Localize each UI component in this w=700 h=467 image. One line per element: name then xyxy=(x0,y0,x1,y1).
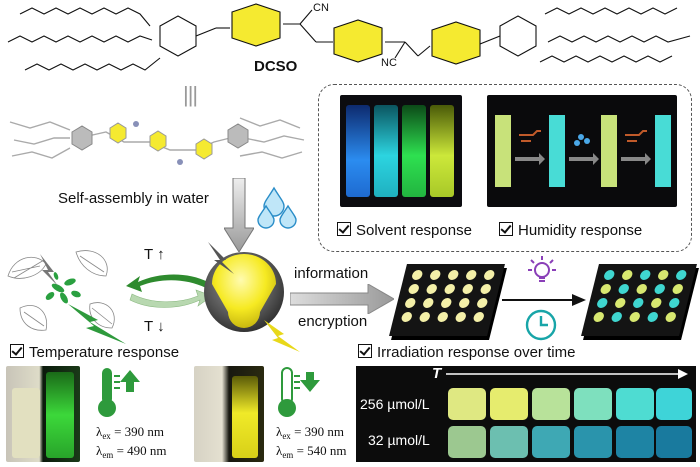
vial-green xyxy=(402,105,426,197)
thermometer-up-icon xyxy=(98,368,140,417)
encryption-arrow xyxy=(290,284,394,314)
dot-array-after xyxy=(581,264,697,336)
thermo-right-ex: λex = 390 nm xyxy=(276,424,345,441)
micelle-sphere xyxy=(204,242,284,332)
temp-down-label: T ↓ xyxy=(144,318,165,335)
vials-photo-cold xyxy=(6,366,80,462)
vial-bright-yellow xyxy=(232,376,258,458)
humidity-photo xyxy=(487,95,677,207)
dot-array-before xyxy=(389,264,505,336)
checkbox-icon xyxy=(10,344,24,358)
cuvette-256-3 xyxy=(532,388,570,420)
molecule-cn-top: CN xyxy=(313,2,329,14)
strip-wet-1 xyxy=(549,115,565,187)
thermo-right-em: λem = 540 nm xyxy=(276,443,347,460)
vial-cyan xyxy=(374,105,398,197)
vial-pale xyxy=(12,388,40,458)
molecule-cartoon xyxy=(9,117,305,165)
black-arrow xyxy=(502,294,586,306)
yellow-lightning-icon xyxy=(264,320,300,352)
strip-dry-1 xyxy=(495,115,511,187)
checkbox-icon xyxy=(337,222,351,236)
clock-icon xyxy=(525,309,557,341)
self-assembly-arrow xyxy=(224,178,254,252)
irradiation-response-label: Irradiation response over time xyxy=(358,344,575,361)
responses-panel xyxy=(318,84,692,252)
vial-yellow-green xyxy=(430,105,454,197)
cuvette-32-1 xyxy=(448,426,486,458)
row-label-32: 32 µmol/L xyxy=(368,432,430,448)
encryption-line1: information xyxy=(294,265,369,282)
thermometer-down-icon xyxy=(278,367,320,417)
vial-blue xyxy=(346,105,370,197)
thermo-left-em: λem = 490 nm xyxy=(96,443,167,460)
dcso-molecule-structure xyxy=(7,3,691,71)
molecule-cn-bottom: NC xyxy=(381,57,397,69)
humidity-response-label: Humidity response xyxy=(499,222,642,239)
arrow-down-icon: ↓ xyxy=(157,318,165,335)
cuvette-32-6 xyxy=(656,426,692,458)
temperature-cycle-arrows xyxy=(126,274,213,308)
arrow-up-icon: ↑ xyxy=(157,246,165,263)
solvent-vials-photo xyxy=(340,95,462,207)
water-drops-icon xyxy=(257,186,297,229)
green-lightning-icon xyxy=(68,304,126,344)
temperature-response-label: Temperature response xyxy=(10,344,179,361)
humidity-arrows xyxy=(515,130,651,165)
cuvette-256-6 xyxy=(656,388,692,420)
time-axis-label: T xyxy=(432,365,442,382)
thermo-left-ex: λex = 390 nm xyxy=(96,424,165,441)
cuvette-32-2 xyxy=(490,426,528,458)
cuvette-256-4 xyxy=(574,388,612,420)
cuvette-32-3 xyxy=(532,426,570,458)
encryption-line2: encryption xyxy=(298,313,368,330)
checkbox-icon xyxy=(358,344,372,358)
temp-up-label: T ↑ xyxy=(144,246,165,263)
cuvette-32-5 xyxy=(616,426,654,458)
strip-dry-2 xyxy=(601,115,617,187)
row-label-256: 256 µmol/L xyxy=(360,396,430,412)
micelle-disassembled xyxy=(7,250,115,331)
irradiation-panel: T 256 µmol/L 32 µmol/L xyxy=(356,365,696,462)
cuvette-256-1 xyxy=(448,388,486,420)
time-axis-arrow xyxy=(446,369,688,379)
cuvette-256-5 xyxy=(616,388,654,420)
equivalence-mark: ||| xyxy=(183,82,198,107)
vial-bright-green xyxy=(46,372,74,458)
strip-wet-2 xyxy=(655,115,671,187)
self-assembly-label: Self-assembly in water xyxy=(58,190,209,207)
cuvette-256-2 xyxy=(490,388,528,420)
checkbox-icon xyxy=(499,222,513,236)
vials-photo-warm xyxy=(194,366,264,462)
lightbulb-icon xyxy=(528,256,556,282)
cuvette-32-4 xyxy=(574,426,612,458)
molecule-name: DCSO xyxy=(254,58,298,75)
solvent-response-label: Solvent response xyxy=(337,222,472,239)
